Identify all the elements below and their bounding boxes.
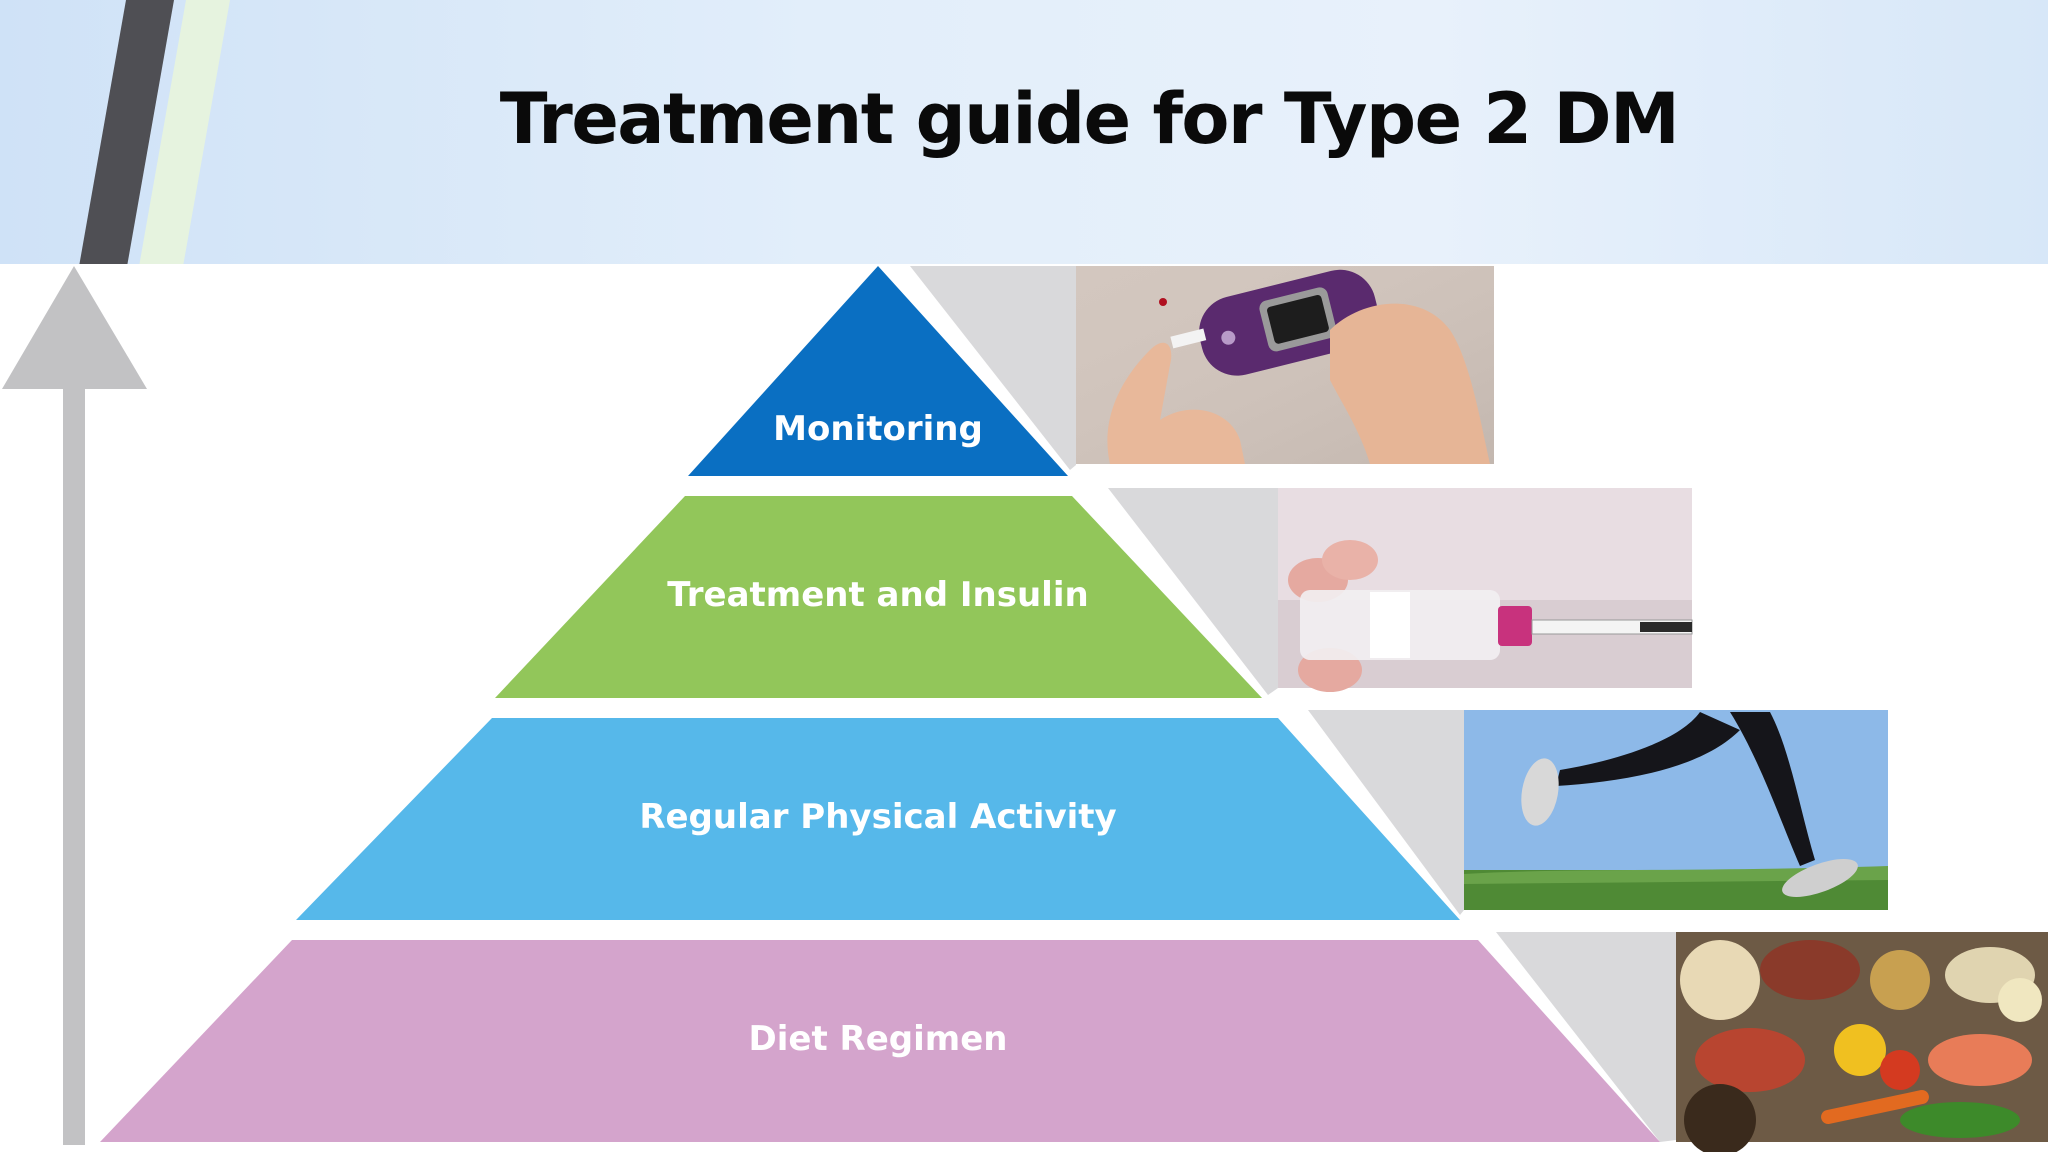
glucose-meter-photo: [1076, 266, 1494, 464]
progression-arrow: [2, 266, 147, 1145]
arrow-shaft: [63, 385, 85, 1145]
tier-shadow-1: [910, 266, 1076, 470]
arrow-head: [2, 266, 147, 389]
tier-diet-regimen: [100, 940, 1660, 1142]
tier-label-physical-activity: Regular Physical Activity: [639, 797, 1116, 837]
slide-header: Treatment guide for Type 2 DM: [0, 0, 2048, 264]
tier-physical-activity: [296, 718, 1460, 920]
tier-shadow-3: [1308, 710, 1464, 915]
tier-label-monitoring: Monitoring: [773, 409, 983, 449]
tier-monitoring: [688, 266, 1068, 476]
tier-label-treatment-insulin: Treatment and Insulin: [667, 575, 1088, 615]
assorted-food-photo: [1676, 932, 2048, 1152]
slide-title: Treatment guide for Type 2 DM: [499, 78, 1680, 160]
tier-shadow-2: [1108, 488, 1278, 695]
insulin-vial-syringe-photo: [1278, 488, 1693, 692]
tier-label-diet-regimen: Diet Regimen: [749, 1019, 1008, 1059]
treatment-pyramid: Monitoring Treatment and Insulin Regular…: [2, 266, 2048, 1152]
tier-shadow-4: [1496, 932, 1676, 1142]
tier-treatment-insulin: [495, 496, 1262, 698]
runner-legs-photo: [1464, 710, 1888, 910]
